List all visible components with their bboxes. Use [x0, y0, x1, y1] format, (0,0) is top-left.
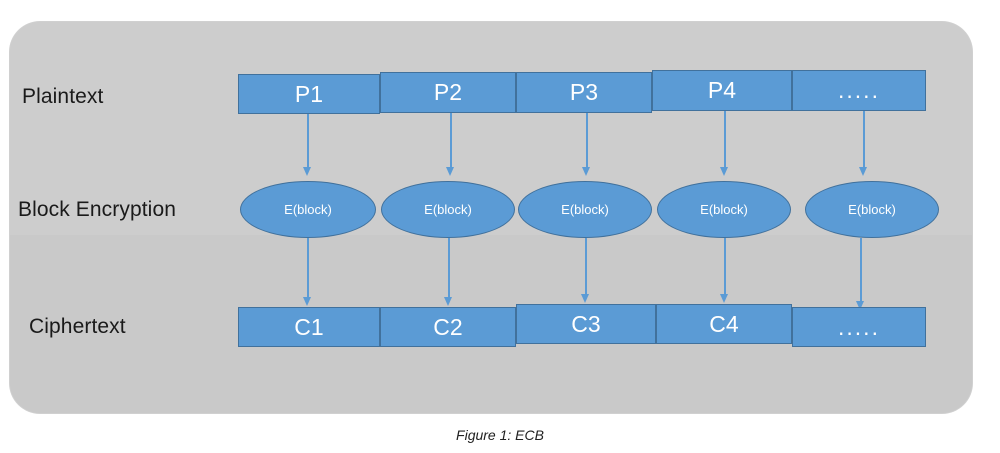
arrow-e5-to-c5	[856, 238, 865, 310]
arrow-e2-to-c2	[444, 238, 453, 306]
plaintext-block-p3[interactable]: P3	[516, 72, 652, 113]
arrow-p1-to-e1	[303, 114, 312, 176]
plaintext-block-p2[interactable]: P2	[380, 72, 516, 113]
figure-caption: Figure 1: ECB	[456, 427, 544, 443]
arrow-p4-to-e4	[720, 111, 729, 176]
ciphertext-block-c1[interactable]: C1	[238, 307, 380, 347]
plaintext-block-p4[interactable]: P4	[652, 70, 792, 111]
arrow-shaft	[724, 238, 726, 294]
ciphertext-block-c2[interactable]: C2	[380, 307, 516, 347]
arrow-head	[446, 167, 454, 176]
arrow-head	[720, 167, 728, 176]
encryption-node-3[interactable]: E(block)	[518, 181, 652, 238]
arrow-p5-to-e5	[859, 111, 868, 176]
arrow-head	[859, 167, 867, 176]
arrow-p3-to-e3	[582, 113, 591, 176]
encryption-node-5[interactable]: E(block)	[805, 181, 939, 238]
arrow-shaft	[448, 238, 450, 297]
arrow-shaft	[863, 111, 865, 167]
encryption-node-4[interactable]: E(block)	[657, 181, 791, 238]
arrow-head	[303, 297, 311, 306]
arrow-head	[581, 294, 589, 303]
arrow-head	[582, 167, 590, 176]
row-label-ciphertext: Ciphertext	[29, 315, 126, 338]
ciphertext-block-c3[interactable]: C3	[516, 304, 656, 344]
arrow-p2-to-e2	[446, 113, 455, 176]
row-label-block-encryption: Block Encryption	[18, 198, 177, 221]
row-label-plaintext: Plaintext	[22, 85, 104, 108]
arrow-head	[444, 297, 452, 306]
encryption-node-1[interactable]: E(block)	[240, 181, 376, 238]
plaintext-block-p1[interactable]: P1	[238, 74, 380, 114]
arrow-shaft	[586, 113, 588, 167]
arrow-shaft	[307, 114, 309, 167]
arrow-head	[856, 301, 864, 310]
ciphertext-block-ellipsis[interactable]: .....	[792, 307, 926, 347]
arrow-shaft	[585, 238, 587, 294]
ciphertext-block-c4[interactable]: C4	[656, 304, 792, 344]
arrow-shaft	[860, 238, 862, 301]
plaintext-block-ellipsis[interactable]: .....	[792, 70, 926, 111]
arrow-e1-to-c1	[303, 238, 312, 306]
arrow-shaft	[307, 238, 309, 297]
arrow-shaft	[724, 111, 726, 167]
arrow-head	[303, 167, 311, 176]
encryption-node-2[interactable]: E(block)	[381, 181, 515, 238]
arrow-e3-to-c3	[581, 238, 590, 303]
arrow-head	[720, 294, 728, 303]
arrow-shaft	[450, 113, 452, 167]
arrow-e4-to-c4	[720, 238, 729, 303]
